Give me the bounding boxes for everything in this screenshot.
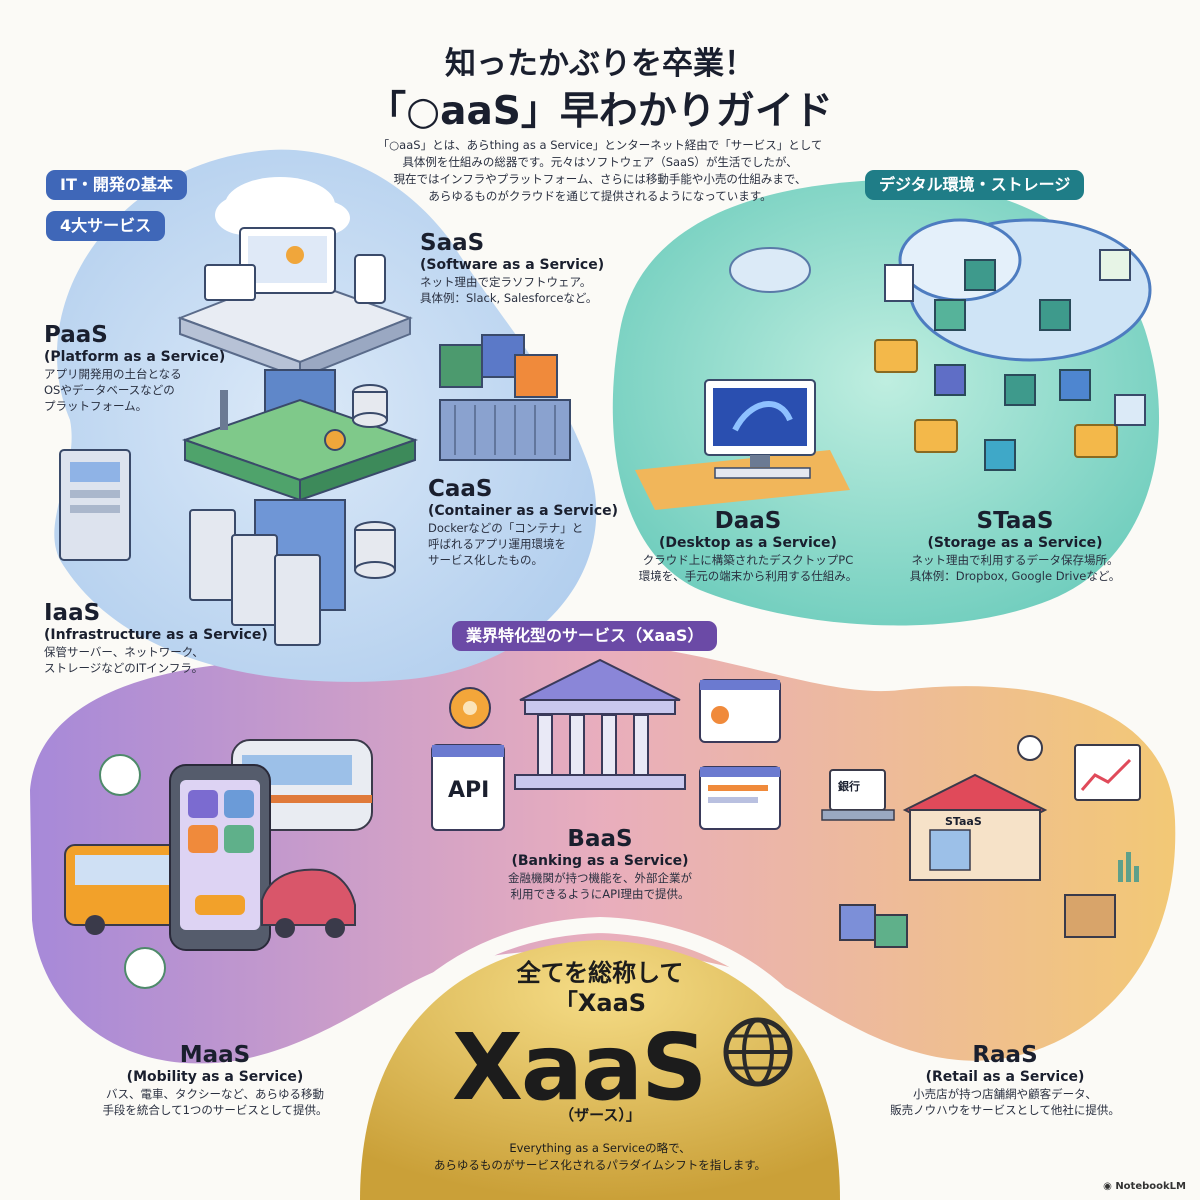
xaas-summary: 全てを総称して 「XaaS xyxy=(400,958,800,1018)
smartphone-icon xyxy=(354,254,386,304)
xaas-reading: （ザース）」 xyxy=(559,1106,641,1124)
service-name: SaaS xyxy=(420,230,485,256)
xaas-description: Everything as a Serviceの略で、 あらゆるものがサービス化… xyxy=(433,1141,767,1172)
container-icon xyxy=(439,334,571,461)
desktop-pc-icon xyxy=(635,379,850,510)
service-name: IaaS xyxy=(44,600,101,626)
service-name: PaaS xyxy=(44,322,108,348)
globe-icon xyxy=(723,1017,793,1087)
service-name: MaaS xyxy=(179,1042,251,1068)
bus-stop-icon xyxy=(99,754,141,796)
laptop-icon xyxy=(204,264,256,301)
notebooklm-logo: ◉ NotebookLM xyxy=(1103,1181,1186,1192)
group-pill-it-basics: IT・開発の基本 xyxy=(46,170,187,200)
bar-chart-icon xyxy=(1118,852,1139,882)
settings-window-icon xyxy=(699,679,781,743)
service-fullname: (Storage as a Service) xyxy=(927,535,1103,551)
folder-icon xyxy=(874,339,1118,458)
document-icon xyxy=(884,249,1146,426)
service-daas: DaaS (Desktop as a Service) クラウド上に構築されたデ… xyxy=(628,508,868,584)
service-paas: PaaS (Platform as a Service) アプリ開発用の土台とな… xyxy=(44,322,244,414)
service-fullname: (Infrastructure as a Service) xyxy=(44,627,268,643)
xaas-heading-line1: 全てを総称して xyxy=(516,959,684,987)
service-fullname: (Software as a Service) xyxy=(420,257,605,273)
service-caas: CaaS (Container as a Service) Dockerなどの「… xyxy=(428,476,628,568)
service-fullname: (Mobility as a Service) xyxy=(126,1069,304,1085)
service-name: CaaS xyxy=(428,476,493,502)
storage-cubes xyxy=(934,259,1091,471)
service-saas: SaaS (Software as a Service) ネット理由で定ラソフト… xyxy=(420,230,640,306)
taxi-icon xyxy=(124,947,166,989)
group-pill-digital: デジタル環境・ストレージ xyxy=(865,170,1085,200)
service-raas: RaaS (Retail as a Service) 小売店が持つ店舗網や顧客デ… xyxy=(870,1042,1140,1118)
cloud-icon-right-small xyxy=(729,247,811,293)
service-maas: MaaS (Mobility as a Service) バス、電車、タクシーな… xyxy=(80,1042,350,1118)
intro-text: 「○aaS」とは、あらthing as a Service」とンターネット経由で… xyxy=(377,138,823,203)
bank-screen-label: 銀行 xyxy=(838,780,860,793)
xaas-heading-line2: 「XaaS xyxy=(553,989,647,1017)
notebook-icon: ◉ xyxy=(1103,1181,1116,1192)
bank-building-icon xyxy=(514,658,686,790)
service-name: RaaS xyxy=(972,1042,1038,1068)
store-sign-label: STaaS xyxy=(945,815,982,828)
service-fullname: (Retail as a Service) xyxy=(925,1069,1085,1085)
service-name: STaaS xyxy=(976,508,1054,534)
page-title-line1: 知ったかぶりを卒業！ xyxy=(445,46,755,82)
cloud-icon-left xyxy=(215,177,350,236)
group-pill-industry: 業界特化型のサービス（XaaS） xyxy=(452,621,718,651)
service-baas: BaaS (Banking as a Service) 金融機関が持つ機能を、外… xyxy=(470,826,730,902)
car-icon xyxy=(261,868,356,938)
box-icon xyxy=(839,894,1116,948)
gear-icon xyxy=(324,429,346,451)
service-staas: STaaS (Storage as a Service) ネット理由で利用するデ… xyxy=(895,508,1135,584)
globe-icon-small xyxy=(1017,735,1043,761)
service-name: DaaS xyxy=(714,508,782,534)
api-label: API xyxy=(448,778,490,803)
chart-monitor-icon xyxy=(1074,744,1141,801)
server-rack-icon xyxy=(59,449,131,561)
api-window-icon xyxy=(431,744,505,831)
service-name: BaaS xyxy=(567,826,633,852)
service-fullname: (Banking as a Service) xyxy=(511,853,689,869)
smartphone-app-icon xyxy=(169,764,271,951)
service-fullname: (Desktop as a Service) xyxy=(659,535,837,551)
browser-window-icon xyxy=(699,766,781,830)
service-fullname: (Container as a Service) xyxy=(428,503,619,519)
store-icon xyxy=(902,773,1048,881)
page-title-line2: 「○aaS」早わかりガイド xyxy=(367,89,833,134)
xaas-dome xyxy=(360,940,840,1200)
database-icon xyxy=(352,384,388,428)
service-fullname: (Platform as a Service) xyxy=(44,349,226,365)
xaas-big-title: XaaS xyxy=(452,1014,707,1121)
laptop-icon-right xyxy=(821,769,895,821)
group-pill-four-services: 4大サービス xyxy=(46,211,166,241)
service-iaas: IaaS (Infrastructure as a Service) 保管サーバ… xyxy=(44,600,274,676)
wrench-icon xyxy=(220,390,228,430)
